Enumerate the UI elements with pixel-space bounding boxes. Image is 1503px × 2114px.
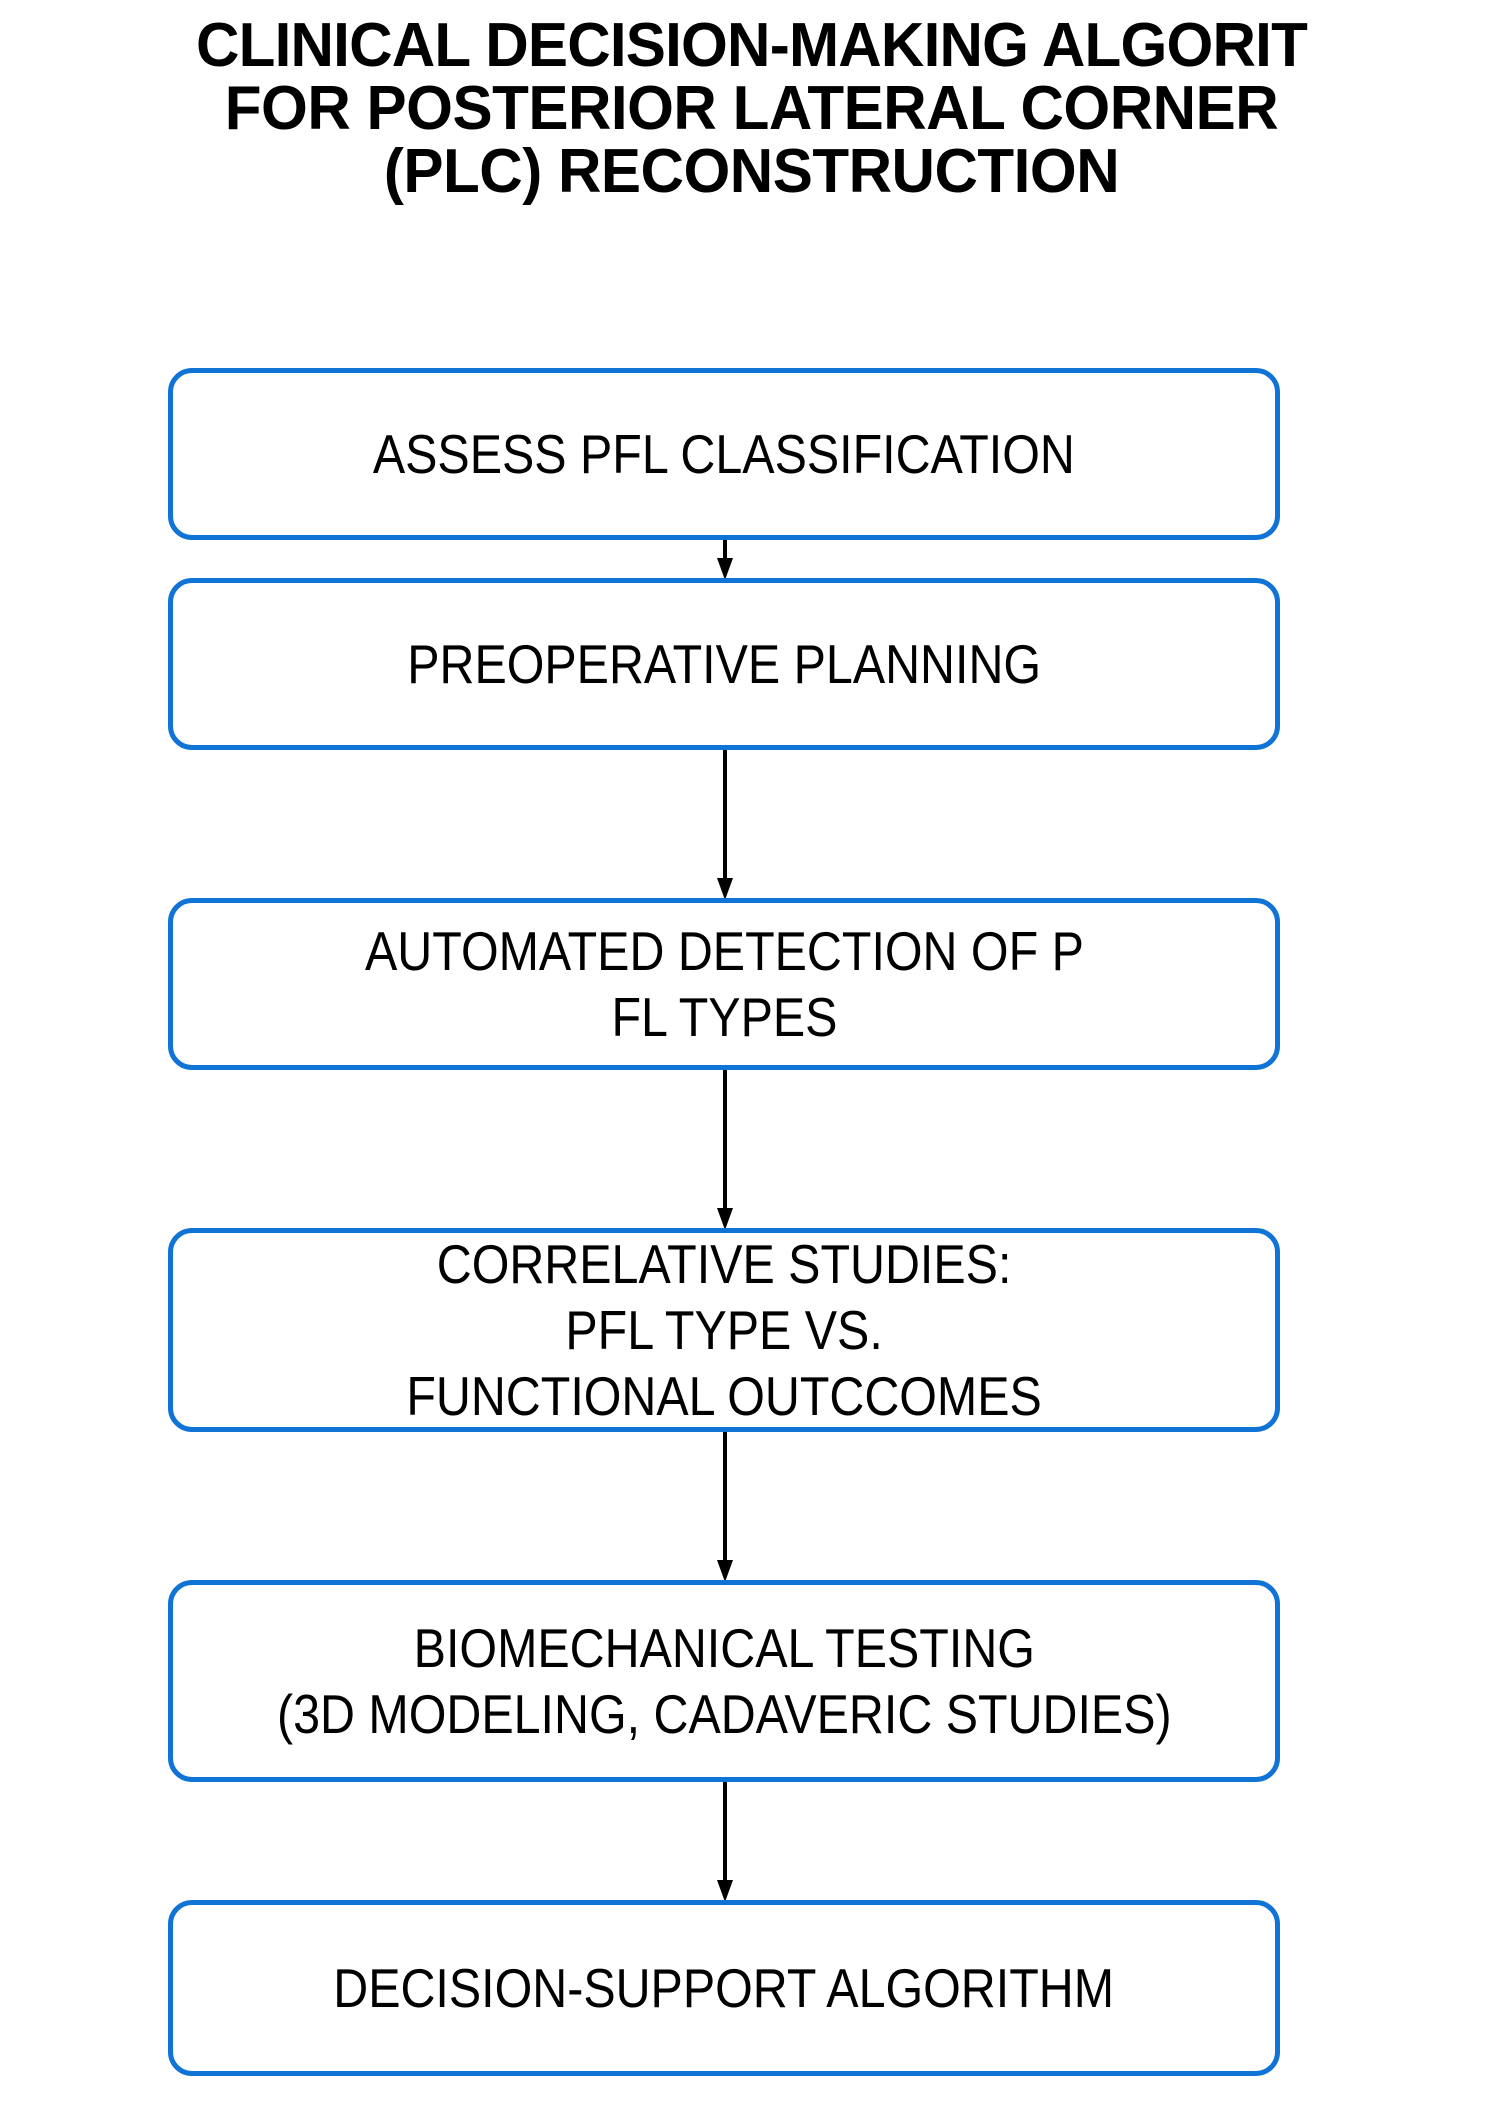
flow-node-decision-support-algorithm[interactable]: DECISION-SUPPORT ALGORITHM [168,1900,1280,2076]
arrow-down-icon-2 [717,750,733,900]
flow-node-biomechanical-testing[interactable]: BIOMECHANICAL TESTING (3D MODELING, CADA… [168,1580,1280,1782]
flow-node-automated-detection-of-pfl-types[interactable]: AUTOMATED DETECTION OF P FL TYPES [168,898,1280,1070]
flow-node-label: BIOMECHANICAL TESTING (3D MODELING, CADA… [276,1617,1172,1745]
flow-node-correlative-studies[interactable]: CORRELATIVE STUDIES: PFL TYPE VS. FUNCTI… [168,1228,1280,1432]
arrow-head [717,1880,733,1902]
flow-node-label: AUTOMATED DETECTION OF P FL TYPES [364,920,1084,1048]
flow-node-label: DECISION-SUPPORT ALGORITHM [333,1957,1115,2019]
flow-node-preoperative-planning[interactable]: PREOPERATIVE PLANNING [168,578,1280,750]
figure-title-line-2: FOR POSTERIOR LATERAL CORNER [224,74,1279,143]
arrow-shaft [723,750,727,880]
figure-title: CLINICAL DECISION-MAKING ALGORIT FOR POS… [0,14,1503,203]
arrow-down-icon-5 [717,1782,733,1902]
arrow-down-icon-4 [717,1432,733,1582]
arrow-head [717,1560,733,1582]
flow-node-assess-pfl-classification[interactable]: ASSESS PFL CLASSIFICATION [168,368,1280,540]
flow-node-label: CORRELATIVE STUDIES: PFL TYPE VS. FUNCTI… [406,1233,1042,1427]
arrow-head [717,558,733,580]
arrow-head [717,878,733,900]
flow-node-label: ASSESS PFL CLASSIFICATION [373,423,1075,485]
arrow-down-icon-3 [717,1070,733,1230]
flow-node-label: PREOPERATIVE PLANNING [407,633,1041,695]
arrow-down-icon-1 [717,540,733,580]
arrow-shaft [723,1432,727,1562]
figure-title-line-1: CLINICAL DECISION-MAKING ALGORIT [195,11,1308,80]
figure-title-line-3: (PLC) RECONSTRUCTION [383,137,1120,206]
arrow-shaft [723,1782,727,1882]
arrow-shaft [723,1070,727,1210]
arrow-head [717,1208,733,1230]
arrow-shaft [723,540,727,560]
